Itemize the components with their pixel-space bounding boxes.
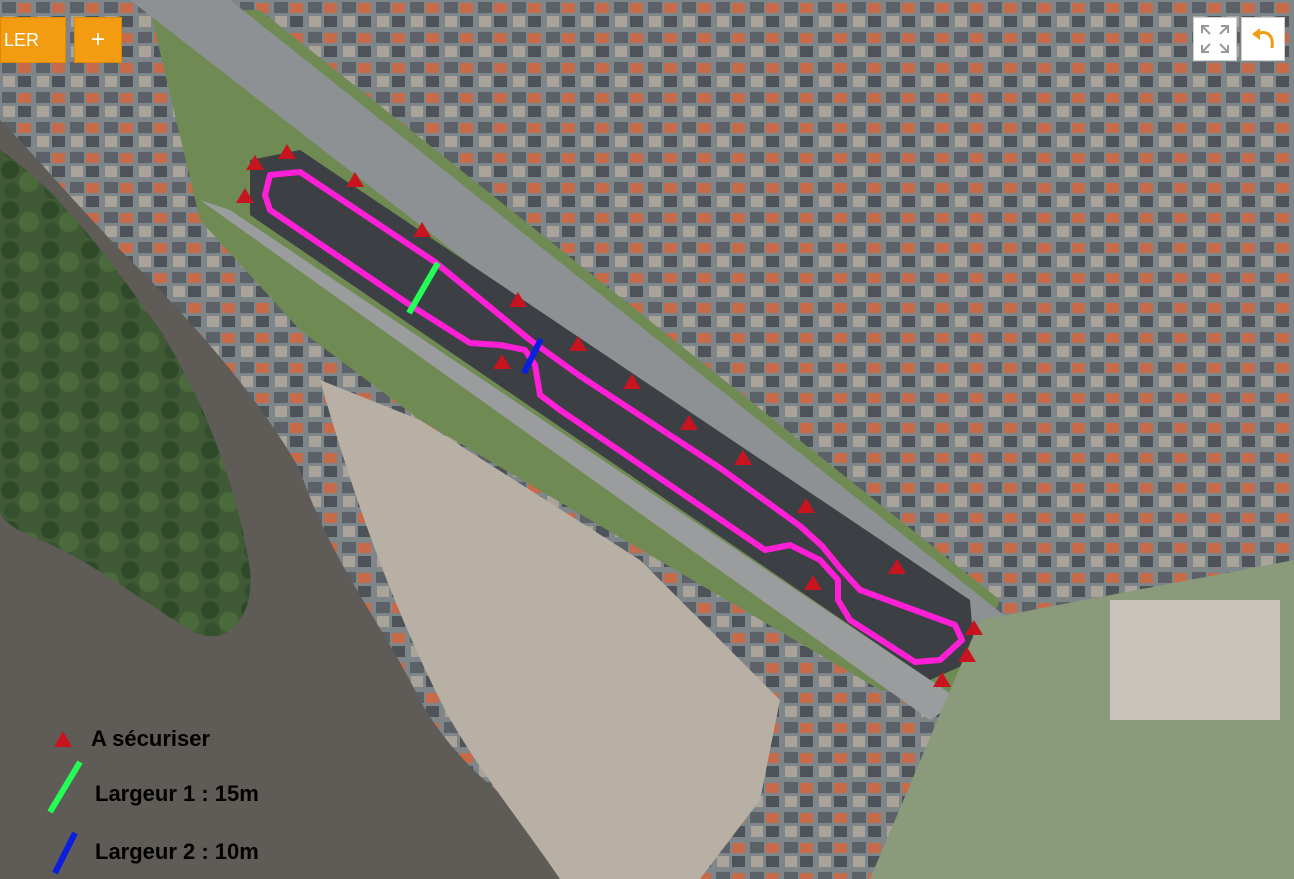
hazard-markers [236,144,983,687]
parking-lot [1110,600,1280,720]
add-button-label: + [90,26,105,53]
legend-secure-label: A sécuriser [91,726,211,751]
riverbank-promenade [320,380,780,879]
width-2-marker [521,337,544,375]
fullscreen-button[interactable] [1193,17,1237,61]
hazard-marker [933,672,951,687]
event-route [262,169,965,665]
lower-road [200,200,960,720]
left-action-button[interactable]: LER [0,17,66,63]
hazard-marker [804,575,822,590]
hazard-marker [623,374,641,389]
hazard-marker [569,336,587,351]
undo-button[interactable] [1241,17,1285,61]
hazard-marker [493,354,511,369]
add-button[interactable]: + [74,17,122,63]
left-action-label: LER [4,29,40,50]
hazard-marker [734,450,752,465]
hazard-marker [246,155,264,170]
hazard-marker [797,498,815,513]
legend-hazard-icon [54,731,72,747]
fullscreen-icon [1201,25,1229,53]
legend-width2-icon [52,831,78,875]
legend-width1-icon [47,760,83,814]
hazard-marker [958,647,976,662]
hazard-marker [413,222,431,237]
hazard-marker [509,292,527,307]
river [0,120,650,879]
hazard-marker [278,144,296,159]
undo-icon [1252,28,1274,49]
hazard-marker [888,559,906,574]
hazard-marker [346,172,364,187]
hazard-marker [236,188,254,203]
legend-width1-label: Largeur 1 : 15m [95,781,259,806]
island [0,150,251,637]
width-1-marker [406,261,441,315]
hazard-marker [680,415,698,430]
legend-width2-label: Largeur 2 : 10m [95,839,259,864]
hazard-marker [965,620,983,635]
